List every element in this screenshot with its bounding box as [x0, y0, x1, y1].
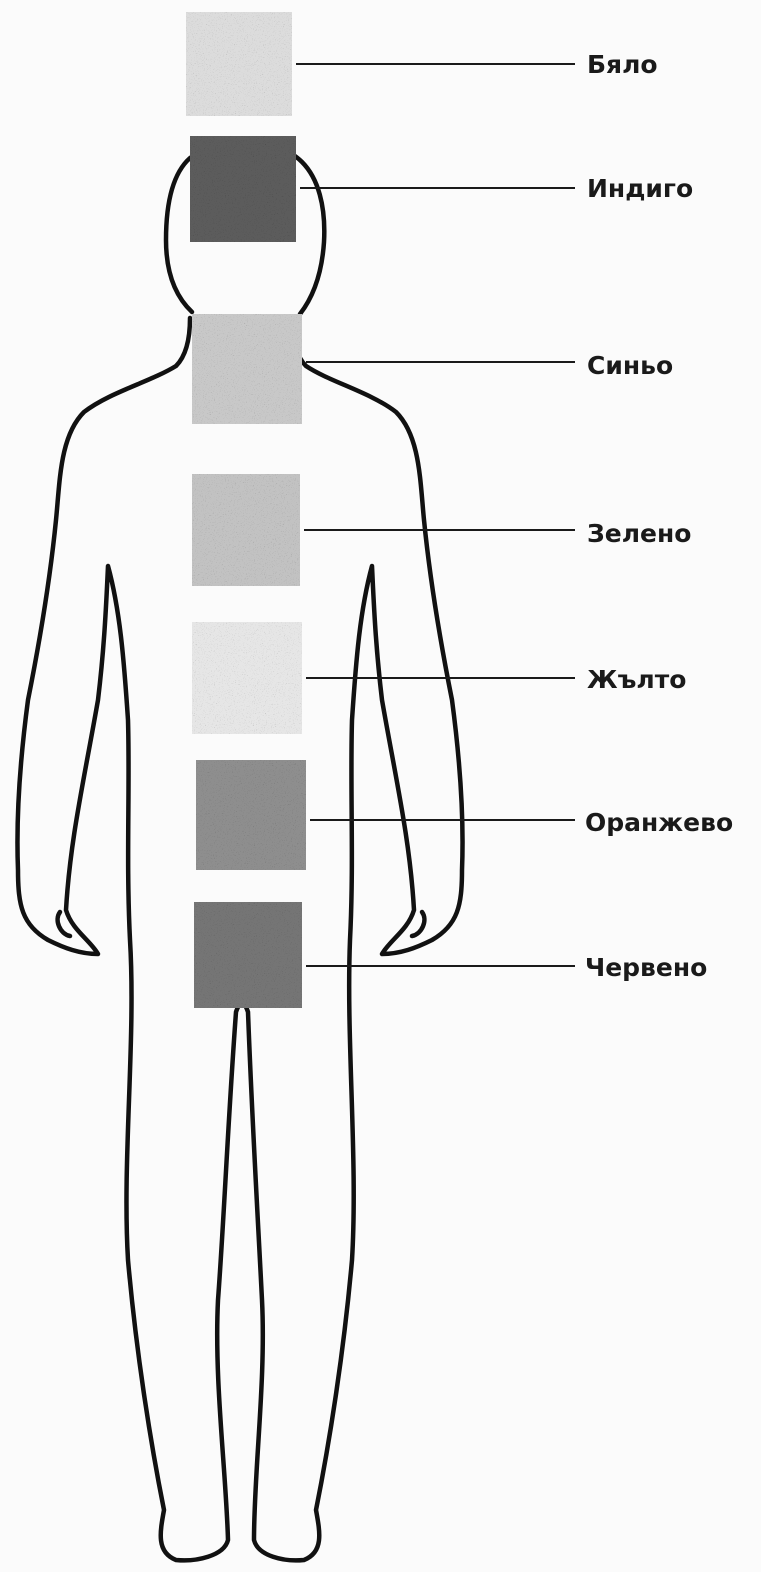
swatch-brow [190, 136, 296, 242]
label-solar: Жълто [587, 665, 686, 694]
label-sacral: Оранжево [585, 808, 733, 837]
swatch-solar [192, 622, 302, 734]
swatch-throat [192, 314, 302, 424]
chakra-swatches [186, 12, 306, 1008]
label-heart: Зелено [587, 519, 691, 548]
label-throat: Синьо [587, 351, 673, 380]
label-crown: Бяло [587, 50, 658, 79]
label-brow: Индиго [587, 174, 693, 203]
swatch-sacral [196, 760, 306, 870]
label-root: Червено [585, 953, 707, 982]
swatch-root [194, 902, 302, 1008]
swatch-crown [186, 12, 292, 116]
chakra-labels: Бяло Индиго Синьо Зелено Жълто Оранжево … [585, 50, 733, 982]
leader-lines [296, 64, 575, 966]
swatch-heart [192, 474, 300, 586]
